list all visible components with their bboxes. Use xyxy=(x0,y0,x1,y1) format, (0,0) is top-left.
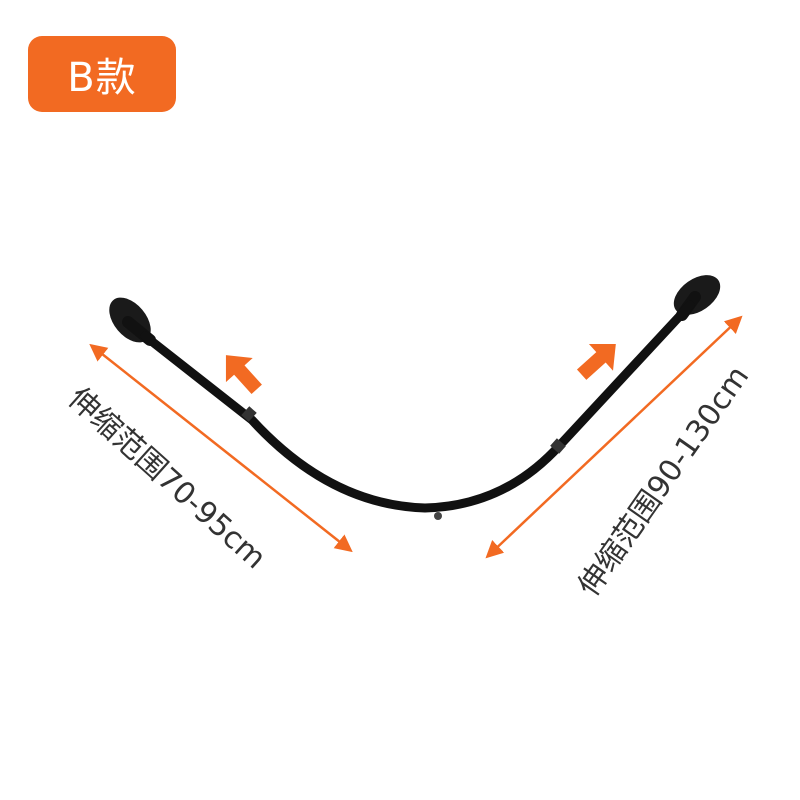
left-up-arrow-icon xyxy=(225,355,262,395)
variant-badge-label: B款 xyxy=(67,55,137,101)
left-double-arrow-icon xyxy=(89,343,353,553)
curved-rod xyxy=(140,300,695,513)
right-double-arrow-icon xyxy=(485,315,743,559)
variant-badge: B款 xyxy=(28,36,176,112)
right-up-arrow-icon xyxy=(576,343,616,380)
rod-joint xyxy=(434,512,442,520)
